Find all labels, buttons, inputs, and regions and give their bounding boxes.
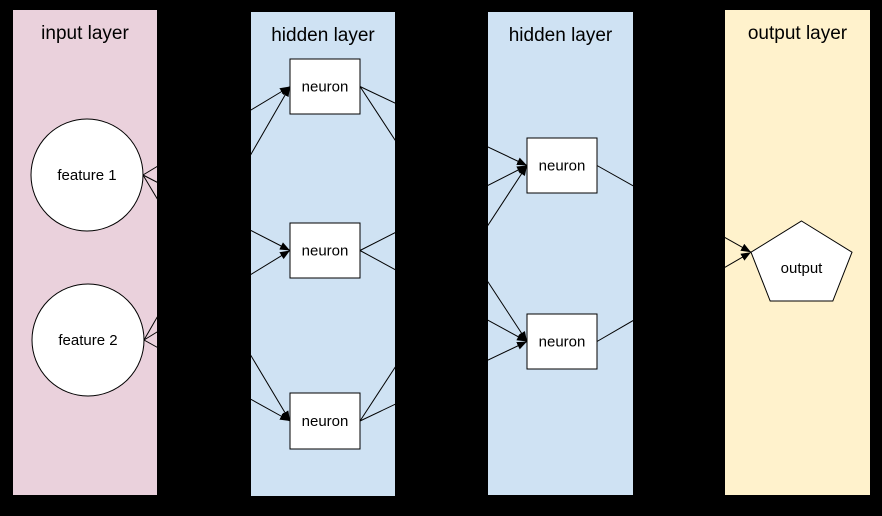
node-label-out: output: [781, 260, 824, 277]
node-h2n2-box: [526, 313, 598, 370]
node-label-h2n1: neuron: [539, 158, 586, 175]
layer-title-hidden2: hidden layer: [509, 25, 613, 46]
edge-feature2-to-h1n3: [143, 339, 291, 422]
node-label-h1n3: neuron: [302, 413, 349, 430]
edge-h1n1-to-h2n1: [359, 86, 528, 166]
edge-feature1-to-h1n3: [142, 174, 291, 422]
node-label-feature2: feature 2: [58, 332, 117, 349]
node-out-pentagon: [750, 220, 853, 302]
edge-feature2-to-h1n1: [143, 86, 291, 341]
edge-h1n1-to-h2n2: [359, 86, 528, 342]
edge-feature2-to-h1n2: [143, 250, 291, 341]
node-feature2-circle: [31, 283, 145, 397]
edge-h2n1-to-out: [596, 165, 752, 253]
node-h2n1-box: [526, 137, 598, 194]
edge-h1n2-to-h2n2: [359, 250, 528, 342]
layer-panel-hidden2: [488, 12, 633, 495]
node-label-h2n2: neuron: [539, 334, 586, 351]
edge-h1n3-to-h2n1: [359, 165, 528, 422]
node-h1n2-box: [289, 222, 361, 279]
edge-h2n2-to-out: [596, 251, 752, 342]
node-label-h1n1: neuron: [302, 79, 349, 96]
edge-h1n2-to-h2n1: [359, 165, 528, 251]
node-label-h1n2: neuron: [302, 243, 349, 260]
layer-title-output: output layer: [748, 23, 848, 44]
layer-title-hidden1: hidden layer: [271, 25, 375, 46]
edge-feature1-to-h1n1: [142, 86, 291, 176]
node-h1n3-box: [289, 392, 361, 450]
edge-feature1-to-h1n2: [142, 174, 291, 251]
node-label-feature1: feature 1: [57, 167, 116, 184]
node-feature1-circle: [30, 118, 144, 232]
edge-h1n3-to-h2n2: [359, 341, 528, 422]
node-h1n1-box: [289, 58, 361, 115]
layer-panel-input: [13, 10, 157, 495]
layer-title-input: input layer: [41, 23, 129, 44]
